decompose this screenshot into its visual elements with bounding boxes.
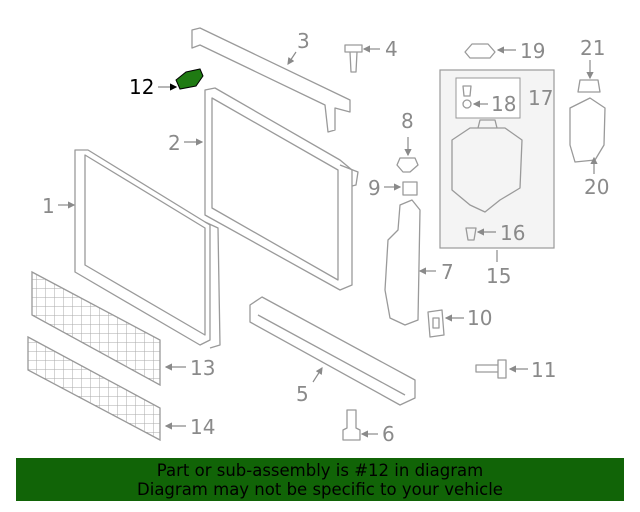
part-2-condenser[interactable] — [204, 87, 359, 291]
callout-12: 12 — [129, 75, 154, 99]
callout-6: 6 — [382, 422, 395, 446]
part-14-lower-grille[interactable] — [27, 335, 161, 442]
part-17-screw[interactable] — [462, 85, 472, 97]
part-4-bolt[interactable] — [344, 44, 363, 73]
callout-8: 8 — [401, 109, 414, 133]
callout-18: 18 — [491, 92, 516, 116]
banner-line-2: Diagram may not be specific to your vehi… — [137, 480, 503, 499]
part-11-bolt[interactable] — [475, 359, 507, 379]
part-13-lower-grille[interactable] — [31, 270, 161, 387]
info-banner: Part or sub-assembly is #12 in diagram D… — [16, 458, 624, 501]
callout-2: 2 — [168, 131, 181, 155]
callout-9: 9 — [368, 176, 381, 200]
callout-5: 5 — [296, 382, 309, 406]
callout-11: 11 — [531, 358, 556, 382]
callout-7: 7 — [441, 260, 454, 284]
part-20-washer-tank[interactable] — [569, 97, 606, 163]
part-19-cap[interactable] — [464, 43, 496, 59]
part-12-highlighted[interactable] — [175, 68, 204, 90]
callout-19: 19 — [520, 39, 545, 63]
callout-16: 16 — [500, 221, 525, 245]
part-21-cap[interactable] — [577, 79, 601, 93]
callout-20: 20 — [584, 175, 609, 199]
part-8-clip[interactable] — [396, 157, 419, 173]
callout-1: 1 — [42, 194, 55, 218]
banner-line-1: Part or sub-assembly is #12 in diagram — [156, 461, 484, 480]
part-5-lower-deflector[interactable] — [249, 296, 416, 406]
part-1-radiator[interactable] — [74, 149, 221, 349]
callout-15: 15 — [486, 264, 511, 288]
callout-14: 14 — [190, 415, 215, 439]
callout-17: 17 — [528, 86, 553, 110]
part-18-washer[interactable] — [462, 99, 472, 109]
callout-21: 21 — [580, 36, 605, 60]
part-10-bracket[interactable] — [427, 309, 445, 338]
callout-3: 3 — [297, 29, 310, 53]
callout-13: 13 — [190, 356, 215, 380]
part-7-air-guide[interactable] — [384, 199, 421, 326]
part-3-upper-bracket[interactable] — [191, 27, 351, 133]
part-15-reservoir[interactable] — [451, 119, 523, 213]
callout-leaders — [58, 45, 598, 438]
part-6-bolt[interactable] — [342, 409, 361, 441]
callout-10: 10 — [467, 306, 492, 330]
callout-4: 4 — [385, 37, 398, 61]
part-9-clip[interactable] — [402, 181, 418, 196]
part-17-box — [455, 77, 521, 119]
part-16-bolt[interactable] — [465, 227, 477, 241]
